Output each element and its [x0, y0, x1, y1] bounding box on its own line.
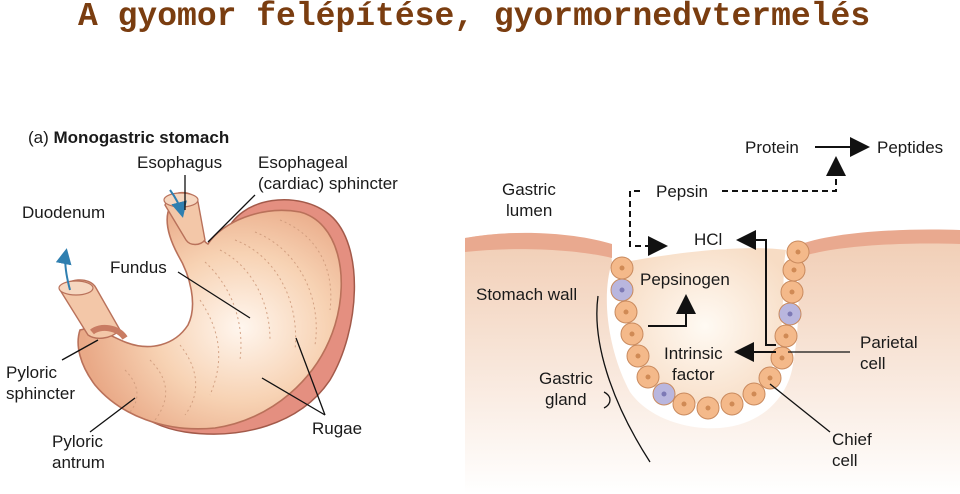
panel-a-heading: (a) Monogastric stomach — [28, 128, 229, 148]
label-fundus: Fundus — [110, 258, 167, 277]
label-pepsin: Pepsin — [656, 182, 708, 201]
label-pyloric-sphincter-line2: sphincter — [6, 384, 75, 403]
gland-lumen — [623, 248, 786, 405]
panel-b-arrows — [629, 137, 870, 362]
cell-nucleus — [783, 333, 789, 339]
cell-nucleus — [619, 287, 625, 293]
panel-a-leader-lines — [61, 175, 326, 433]
chief-to-pepsinogen-arrow — [648, 294, 696, 327]
label-gastric-gland-line1: Gastric — [539, 369, 593, 388]
label-chief-line2: cell — [832, 451, 858, 470]
label-duodenum: Duodenum — [22, 203, 106, 222]
cell-nucleus — [767, 375, 773, 381]
label-rugae: Rugae — [312, 419, 363, 438]
label-sphincter-line2: (cardiac) sphincter — [258, 174, 398, 193]
gastric-tissue — [465, 232, 960, 494]
label-sphincter-line1: Esophageal — [258, 153, 348, 172]
cell-nucleus — [787, 311, 793, 317]
label-intrinsic-line1: Intrinsic — [664, 344, 723, 363]
label-parietal-line2: cell — [860, 354, 886, 373]
gastric-gland-illustration — [465, 229, 960, 494]
cell-nucleus — [789, 289, 795, 295]
page-title: A gyomor felépítése, gyormornedvtermelés — [78, 0, 871, 35]
cell-nucleus — [791, 267, 797, 273]
label-parietal-line1: Parietal — [860, 333, 918, 352]
label-gastric-lumen-line2: lumen — [506, 201, 553, 220]
cell-nucleus — [619, 265, 625, 271]
label-stomach-wall: Stomach wall — [476, 285, 578, 304]
panel-a-title: Monogastric stomach — [53, 128, 230, 147]
label-chief-line1: Chief — [832, 430, 872, 449]
label-pyloric-antrum-line2: antrum — [52, 453, 105, 472]
pepsinogen-to-pepsin-arrow — [629, 190, 668, 256]
panel-a-prefix: (a) — [28, 128, 49, 147]
stomach-illustration — [55, 189, 356, 435]
label-gastric-lumen-line1: Gastric — [502, 180, 556, 199]
label-hcl: HCl — [694, 230, 723, 249]
cell-nucleus — [623, 309, 629, 315]
cell-nucleus — [751, 391, 757, 397]
label-pyloric-antrum-line1: Pyloric — [52, 432, 104, 451]
stomach-body — [77, 202, 343, 430]
cell-nucleus — [681, 401, 687, 407]
pepsin-to-protein-arrow — [722, 156, 846, 192]
cell-nucleus — [635, 353, 641, 359]
label-pepsinogen: Pepsinogen — [640, 270, 730, 289]
label-esophagus: Esophagus — [137, 153, 223, 172]
cell-nucleus — [645, 374, 651, 380]
cell-nucleus — [705, 405, 711, 411]
cell-nucleus — [795, 249, 801, 255]
gland-cells — [610, 240, 810, 420]
cell-nucleus — [629, 331, 635, 337]
panel-b-leader-lines — [596, 295, 850, 463]
label-protein: Protein — [745, 138, 799, 157]
cell-nucleus — [729, 401, 735, 407]
cell-nucleus — [661, 391, 667, 397]
label-peptides: Peptides — [877, 138, 944, 157]
label-pyloric-sphincter-line1: Pyloric — [6, 363, 58, 382]
parietal-to-hcl-arrow — [736, 230, 776, 346]
label-gastric-gland-line2: gland — [545, 390, 587, 409]
label-intrinsic-line2: factor — [672, 365, 715, 384]
cell-nucleus — [779, 355, 785, 361]
rugae-folds — [124, 219, 332, 421]
